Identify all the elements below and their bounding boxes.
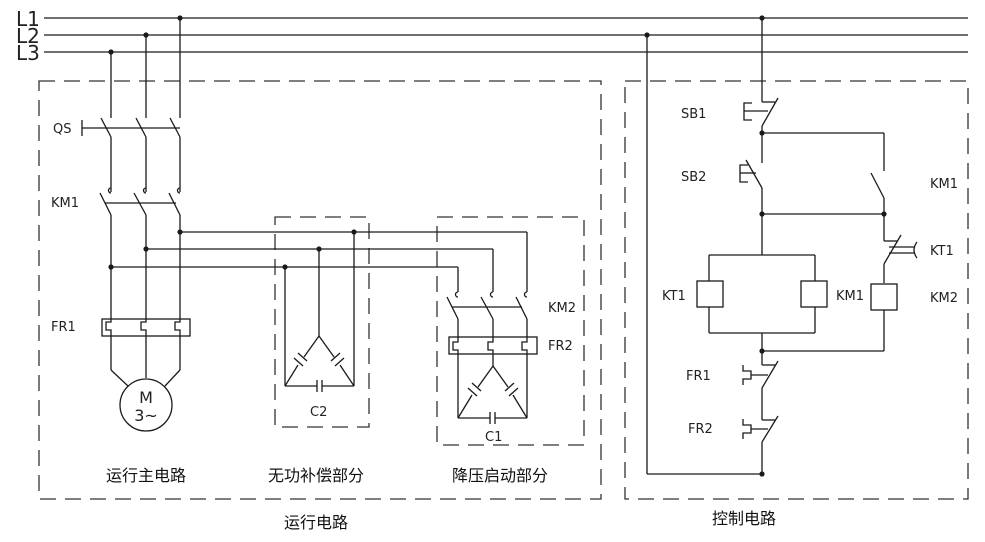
c2-label: C2 xyxy=(310,405,327,420)
control-circuit: SB1 SB2 KM1 xyxy=(644,15,958,528)
reduced-start-box xyxy=(436,216,585,446)
sb1-label: SB1 xyxy=(681,107,706,122)
capacitor-bank-c2 xyxy=(284,335,355,392)
km1-aux-contact: KM1 xyxy=(870,172,958,241)
run-circuit-box xyxy=(38,80,602,500)
bus-label-l1: L1 xyxy=(16,7,40,31)
section-label-main-run: 运行主电路 xyxy=(106,466,186,485)
c1-label: C1 xyxy=(485,430,502,445)
section-label-reactive-comp: 无功补偿部分 xyxy=(268,466,364,485)
motor-label-phase: 3~ xyxy=(134,406,158,425)
fr1-ctrl-label: FR1 xyxy=(686,369,711,384)
section-label-control-circuit: 控制电路 xyxy=(712,509,776,528)
section-label-run-circuit: 运行电路 xyxy=(284,513,348,532)
qs-label: QS xyxy=(53,122,71,137)
reduced-voltage-start: KM2 FR2 C1 降压启动部分 xyxy=(446,232,576,485)
sb2-label: SB2 xyxy=(681,170,706,185)
junction-dot xyxy=(108,49,114,55)
fr1-control-contact: FR1 xyxy=(686,360,779,420)
motor-label-m: M xyxy=(139,388,153,407)
motor: M 3~ xyxy=(119,378,173,432)
fr2-main-label: FR2 xyxy=(548,339,573,354)
km1-coil: KM1 xyxy=(800,280,864,308)
junction-dot xyxy=(143,32,149,38)
km2-coil-label: KM2 xyxy=(930,291,958,306)
km2-coil: KM2 xyxy=(870,283,958,311)
main-run-circuit: QS KM1 xyxy=(51,15,527,485)
fr1-thermal-relay: FR1 xyxy=(51,318,191,387)
fr2-ctrl-label: FR2 xyxy=(688,422,713,437)
kt1-delay-contact: KT1 xyxy=(883,234,954,283)
kt1-contact-label: KT1 xyxy=(930,244,954,259)
km2-main-label: KM2 xyxy=(548,301,576,316)
sb1-stop-button: SB1 xyxy=(681,18,779,163)
km1-main-contacts: KM1 xyxy=(51,187,181,318)
bus-label-l2: L2 xyxy=(16,24,40,48)
reactive-compensation-box xyxy=(274,216,370,428)
capacitor-bank-c1 xyxy=(457,365,528,424)
bus-lines: L1 L2 L3 xyxy=(16,7,968,65)
junction-dot xyxy=(177,15,183,21)
qs-switch: QS xyxy=(53,117,181,192)
km1-aux-label: KM1 xyxy=(930,177,958,192)
km1-main-label: KM1 xyxy=(51,196,79,211)
kt1-coil: KT1 xyxy=(662,280,724,308)
km2-main-contacts: KM2 xyxy=(446,291,576,320)
sb2-start-button: SB2 xyxy=(681,159,763,255)
reactive-compensation: C2 无功补偿部分 xyxy=(268,229,364,485)
section-label-reduced-start: 降压启动部分 xyxy=(452,466,548,485)
control-circuit-box xyxy=(624,80,969,500)
km1-coil-label: KM1 xyxy=(836,289,864,304)
fr2-control-contact: FR2 xyxy=(688,415,779,474)
fr1-main-label: FR1 xyxy=(51,320,76,335)
fr2-thermal-relay: FR2 xyxy=(448,336,573,355)
motor-symbol xyxy=(119,378,173,432)
kt1-coil-label: KT1 xyxy=(662,289,686,304)
bus-label-l3: L3 xyxy=(16,41,40,65)
